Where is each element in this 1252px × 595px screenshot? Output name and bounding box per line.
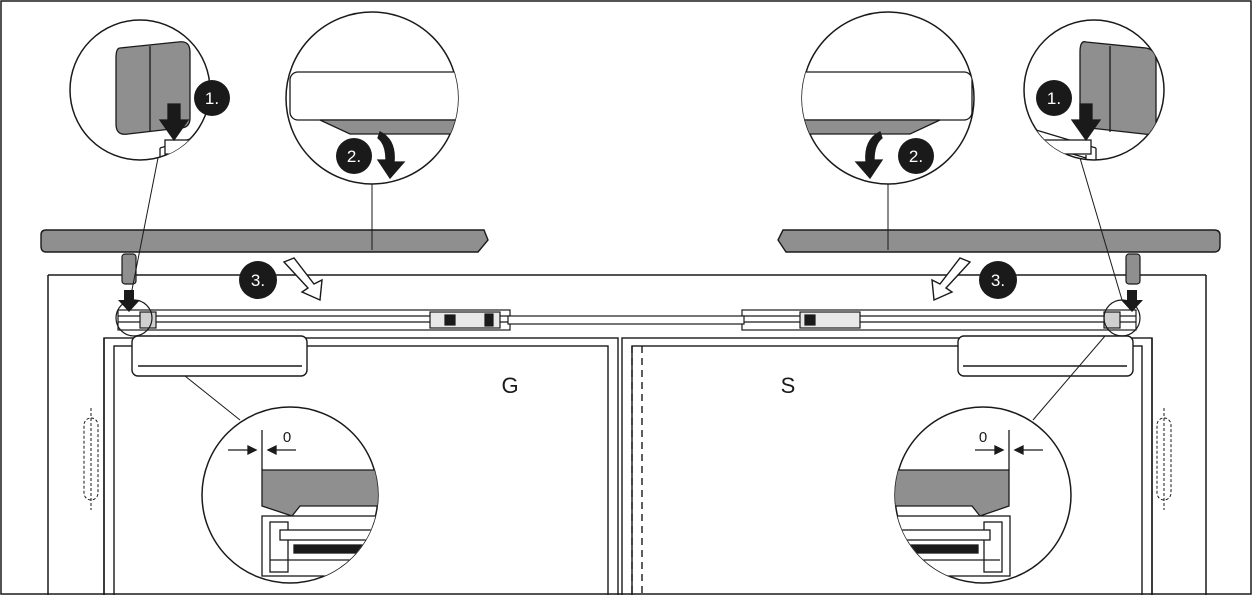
leaf-label-left: G xyxy=(501,373,518,398)
cover-strip-right xyxy=(777,229,1221,253)
step-marker-3-right: 3. xyxy=(979,261,1017,299)
diagonal-arrow-icon xyxy=(282,257,323,302)
closer-body-left xyxy=(131,335,308,377)
svg-text:1.: 1. xyxy=(205,89,219,108)
svg-text:2.: 2. xyxy=(909,147,923,166)
detail-circle-r2: 2. xyxy=(801,11,975,185)
curved-arrow-icon xyxy=(854,131,884,180)
step-marker-1-right: 1. xyxy=(1036,80,1072,116)
step-marker-2-right: 2. xyxy=(898,138,934,174)
svg-text:3.: 3. xyxy=(991,271,1005,290)
step-marker-2-left: 2. xyxy=(336,138,372,174)
leader-lines xyxy=(129,157,1123,421)
end-cap-right xyxy=(1125,253,1141,285)
detail-circle-r1: 1. xyxy=(1023,19,1165,161)
detail-circle-left-rail xyxy=(115,299,153,337)
detail-circle-l2: 2. xyxy=(285,11,459,185)
step-marker-3-left: 3. xyxy=(239,261,277,299)
svg-text:3.: 3. xyxy=(251,271,265,290)
hinge-right xyxy=(1156,408,1172,510)
step-marker-1-left: 1. xyxy=(194,80,230,116)
cover-strip-left xyxy=(40,229,489,253)
dimension-label-left: 0 xyxy=(283,429,291,446)
hinge-left xyxy=(83,408,99,510)
detail-circle-bottom-left: 0 xyxy=(201,406,379,584)
door-leaf-left xyxy=(103,337,619,595)
dimension-label-right: 0 xyxy=(979,429,987,446)
arrow-down-icon xyxy=(1070,103,1102,142)
curved-arrow-icon xyxy=(376,131,406,180)
door-leaf-right xyxy=(621,337,1153,595)
arrow-down-icon xyxy=(158,103,190,142)
closer-body-right xyxy=(957,335,1134,377)
slide-rail xyxy=(117,309,1137,331)
diagonal-arrow-icon xyxy=(931,257,972,302)
svg-text:2.: 2. xyxy=(347,147,361,166)
leaf-label-right: S xyxy=(781,373,796,398)
svg-text:1.: 1. xyxy=(1047,89,1061,108)
arrow-down-icon xyxy=(1121,290,1143,312)
detail-circle-l1: 1. xyxy=(69,19,230,161)
detail-circle-bottom-right: 0 xyxy=(894,406,1072,584)
